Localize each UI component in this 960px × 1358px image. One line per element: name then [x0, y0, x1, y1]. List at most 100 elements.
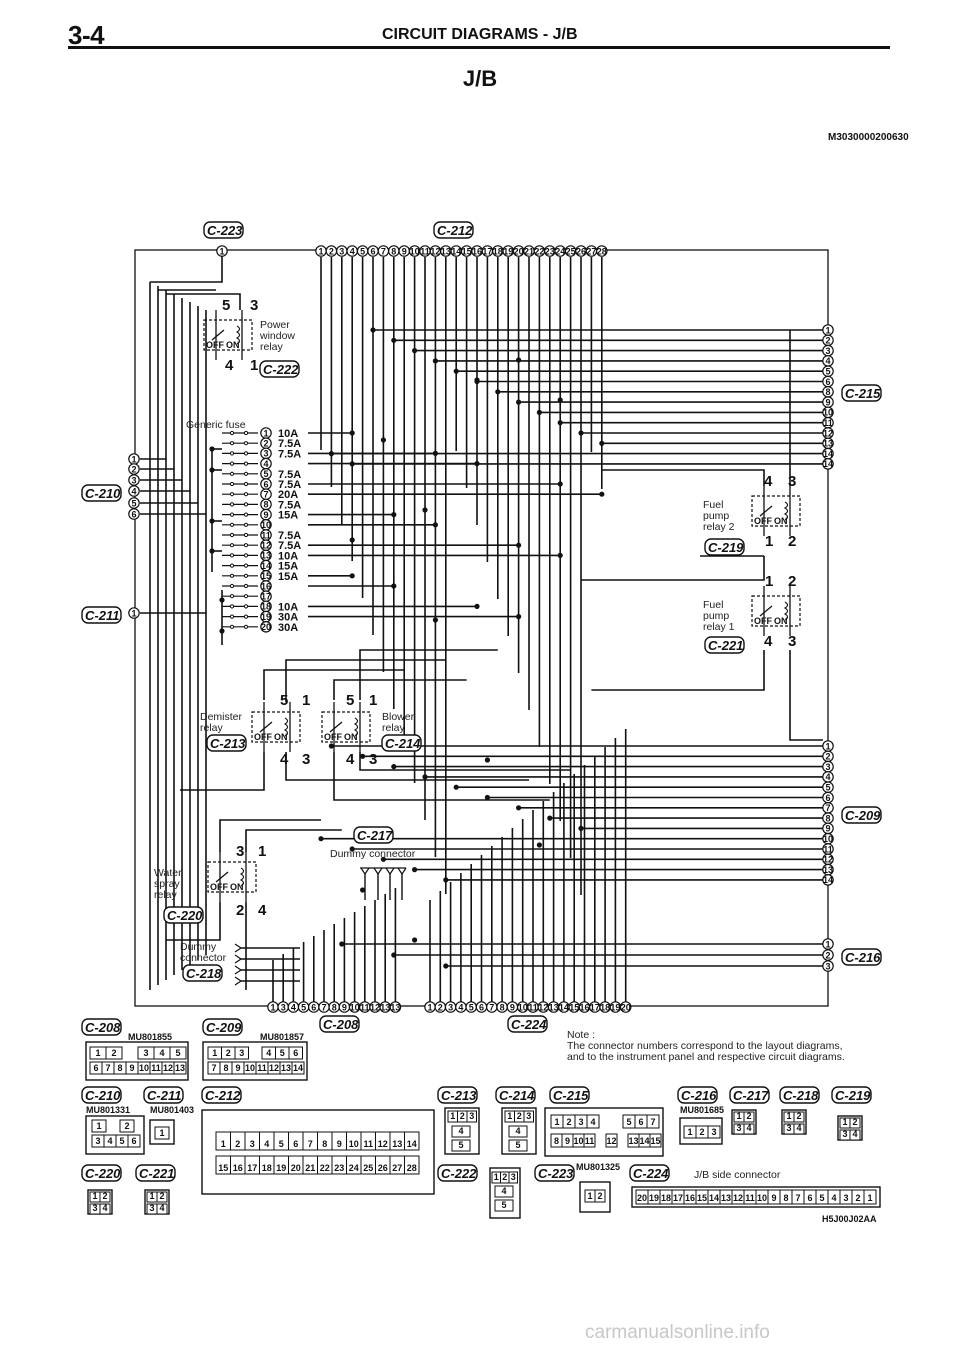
relay-coil: [783, 601, 789, 621]
connector-face-tag-c208: C-208: [85, 1020, 121, 1035]
pin-cell: [127, 1134, 141, 1148]
pin-cell-number: 15: [218, 1163, 228, 1173]
water-spray-relay: [207, 861, 257, 893]
wire: [789, 650, 823, 741]
pin-cell-number: 5: [515, 1140, 520, 1150]
dummy-terminal: [360, 867, 370, 876]
pin-number: 1: [131, 454, 136, 464]
pin-number: 17: [261, 592, 271, 602]
pin-cell-number: 2: [517, 1111, 522, 1121]
note-text: Note :The connector numbers correspond t…: [567, 1029, 845, 1063]
blower-relay: [321, 711, 371, 743]
pin-cell: [91, 1119, 107, 1133]
connector-face-tag-c210: C-210: [85, 1088, 121, 1103]
connector-tag-c209: C-209: [845, 808, 881, 823]
connector-face-tag-c220: C-220: [85, 1166, 121, 1181]
pin-cell-number: 3: [711, 1127, 716, 1137]
relay-pin: 3: [369, 751, 377, 768]
pin-marker: [822, 874, 834, 886]
junction-dot: [432, 358, 438, 364]
dummy-terminal: [234, 954, 243, 964]
pin-cell: [583, 1133, 596, 1148]
connector-tag-c218: C-218: [186, 966, 222, 981]
fuse-terminal: [243, 481, 249, 487]
connector-tag-frame: [135, 1164, 176, 1182]
junction-dot: [516, 357, 522, 363]
connector-tag-frame: [507, 1015, 548, 1033]
fuse-rating: 7.5A: [278, 499, 301, 511]
junction-dot: [349, 430, 355, 436]
pin-number: 13: [441, 246, 451, 256]
relay-switch: [759, 505, 773, 517]
connector-face-tag-c218: C-218: [783, 1088, 819, 1103]
pin-number: 6: [311, 1002, 316, 1012]
pin-cell-number: 2: [159, 1191, 164, 1201]
pin-number: 20: [514, 246, 524, 256]
connector-tag-frame: [81, 1018, 122, 1036]
pin-number: 8: [500, 1002, 505, 1012]
fuse-terminal: [229, 522, 235, 527]
relay-pin: 3: [250, 297, 258, 314]
pin-number: 14: [823, 459, 833, 469]
dummy-connector-top-label: Dummy connector: [330, 848, 416, 860]
pin-cell: [404, 1131, 420, 1151]
pin-cell: [404, 1155, 420, 1175]
pin-cell-number: 3: [143, 1048, 148, 1058]
junction-dot: [349, 537, 355, 543]
pin-number: 3: [825, 961, 830, 971]
pin-cell-number: 17: [247, 1163, 257, 1173]
pin-marker: [216, 245, 228, 257]
pin-number: 7: [489, 1002, 494, 1012]
connector-tag-frame: [534, 1164, 575, 1182]
pin-cell-number: 20: [637, 1193, 647, 1203]
fuse-rating: 7.5A: [278, 530, 301, 542]
pin-cell-number: 9: [235, 1063, 240, 1073]
junction-dots: [209, 327, 605, 969]
relay-pin: 5: [280, 692, 288, 709]
part-number: MU801403: [150, 1105, 194, 1115]
pin-number: 25: [566, 246, 576, 256]
pin-marker: [619, 1001, 632, 1013]
relay-on-label: ON: [774, 516, 788, 526]
pin-number: 8: [825, 813, 830, 823]
relay-switch: [759, 605, 773, 617]
pin-cell: [105, 1046, 123, 1060]
document-code: M3030000200630: [828, 132, 909, 143]
pin-cell: [451, 1139, 471, 1152]
pin-cell-number: 5: [501, 1200, 506, 1210]
relay-pin: 5: [346, 692, 354, 709]
connector-tag-c212: C-212: [437, 223, 473, 238]
connector-tag-c223: C-223: [207, 223, 243, 238]
pin-number: 4: [825, 356, 830, 366]
pin-cell-number: 3: [149, 1203, 154, 1213]
junction-dot: [349, 461, 355, 467]
connector-tag-frame: [779, 1086, 820, 1104]
pin-number: 19: [503, 246, 513, 256]
pin-cell: [523, 1110, 534, 1123]
fuse-terminal: [243, 594, 249, 599]
connector-tag-frame: [841, 384, 882, 402]
junction-dot: [412, 867, 418, 873]
fuse-rating: 10A: [278, 550, 298, 562]
junction-dot: [209, 548, 215, 554]
connector-tag-frame: [163, 906, 204, 924]
junction-dot: [516, 542, 522, 548]
pin-cell-number: 8: [223, 1063, 228, 1073]
wire: [359, 752, 571, 771]
fuse-rating: 20A: [278, 489, 298, 501]
pin-cell-number: 11: [151, 1063, 161, 1073]
wire: [166, 293, 241, 310]
pin-cell-number: 19: [649, 1193, 659, 1203]
pin-cell-number: 3: [526, 1111, 531, 1121]
pin-number: 14: [451, 246, 461, 256]
pin-number: 8: [391, 246, 396, 256]
pin-number: 8: [825, 387, 830, 397]
junction-dot: [474, 603, 480, 610]
pin-number: 3: [448, 1002, 453, 1012]
relay-off-label: OFF: [754, 616, 772, 626]
connector-tag-frame: [841, 806, 882, 824]
wire: [591, 650, 765, 691]
relay-pin: 4: [764, 633, 773, 650]
junction-dot: [360, 887, 366, 893]
